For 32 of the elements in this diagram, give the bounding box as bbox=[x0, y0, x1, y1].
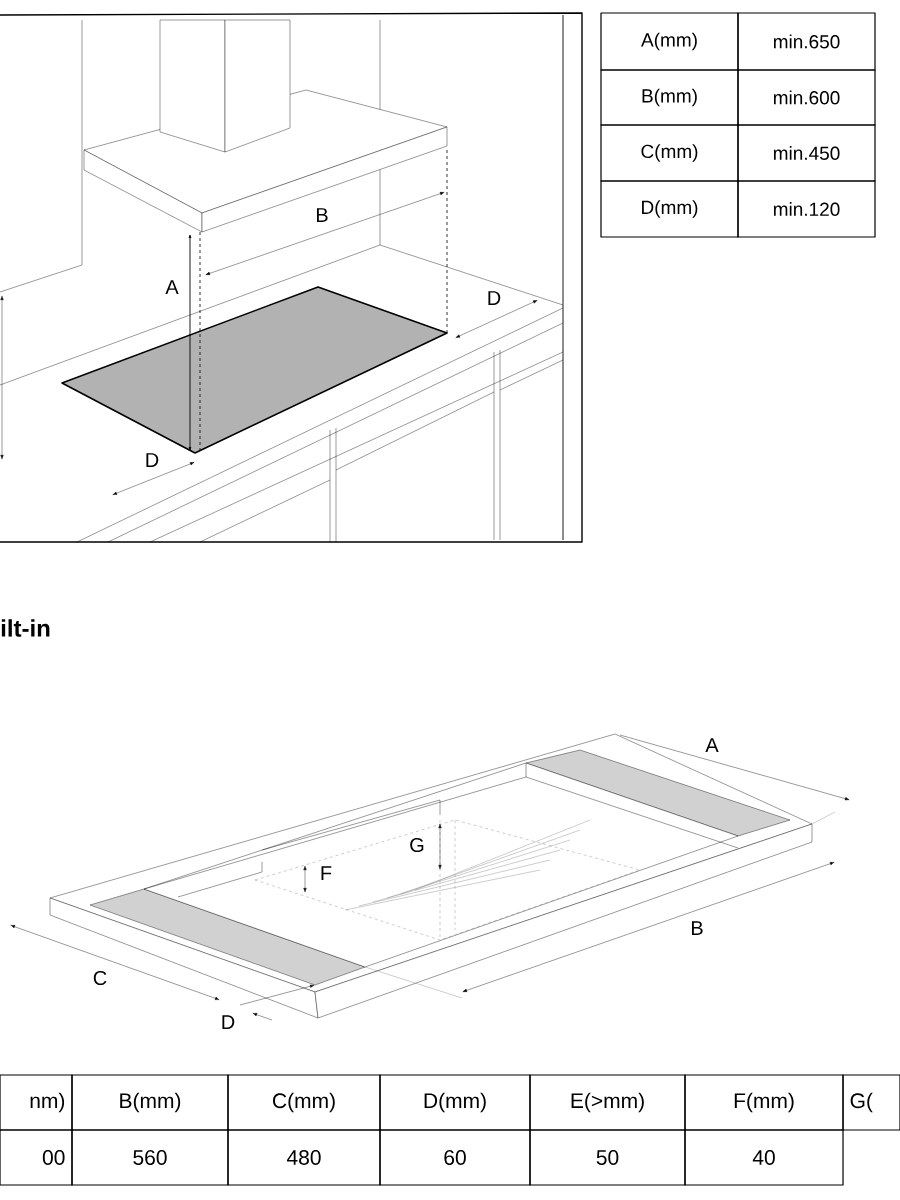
table-cell: D(mm) bbox=[379, 1074, 531, 1131]
table-cell: nm) bbox=[0, 1074, 73, 1131]
table-cell: 00 bbox=[0, 1129, 73, 1186]
table-cell: 40 bbox=[684, 1129, 844, 1186]
dimension-letter: B bbox=[317, 208, 328, 222]
table-cell: min.120 bbox=[737, 180, 876, 238]
table-cell: min.600 bbox=[737, 69, 876, 126]
table-cell: 60 bbox=[379, 1129, 531, 1186]
table-cell: min.450 bbox=[737, 124, 876, 182]
table-cell: E(>mm) bbox=[529, 1074, 686, 1131]
table-cell: F(mm) bbox=[684, 1074, 844, 1131]
table-cell: B(mm) bbox=[600, 69, 739, 126]
table-cell: 50 bbox=[529, 1129, 686, 1186]
table-cell: C(mm) bbox=[600, 124, 739, 182]
table-cell: A(mm) bbox=[600, 12, 739, 71]
dimension-letter: D bbox=[146, 453, 159, 467]
dimension-letter: F bbox=[321, 866, 332, 880]
dimension-letter: D bbox=[222, 1015, 235, 1029]
dimension-letter: A bbox=[165, 280, 179, 294]
section-heading: ilt-in bbox=[1, 619, 50, 637]
dimension-letter: B bbox=[692, 921, 703, 935]
dimension-letter: C bbox=[93, 970, 107, 986]
dimension-letter: A bbox=[705, 738, 719, 752]
dimension-letter: D bbox=[488, 291, 501, 305]
table-cell: 480 bbox=[227, 1129, 381, 1186]
table-cell: G( bbox=[842, 1074, 900, 1131]
table-cell: min.650 bbox=[737, 12, 876, 71]
dimension-letter: G bbox=[410, 837, 424, 853]
table-cell: C(mm) bbox=[227, 1074, 381, 1131]
table-cell: D(mm) bbox=[600, 180, 739, 238]
table-cell: 560 bbox=[71, 1129, 229, 1186]
table-cell: B(mm) bbox=[71, 1074, 229, 1131]
